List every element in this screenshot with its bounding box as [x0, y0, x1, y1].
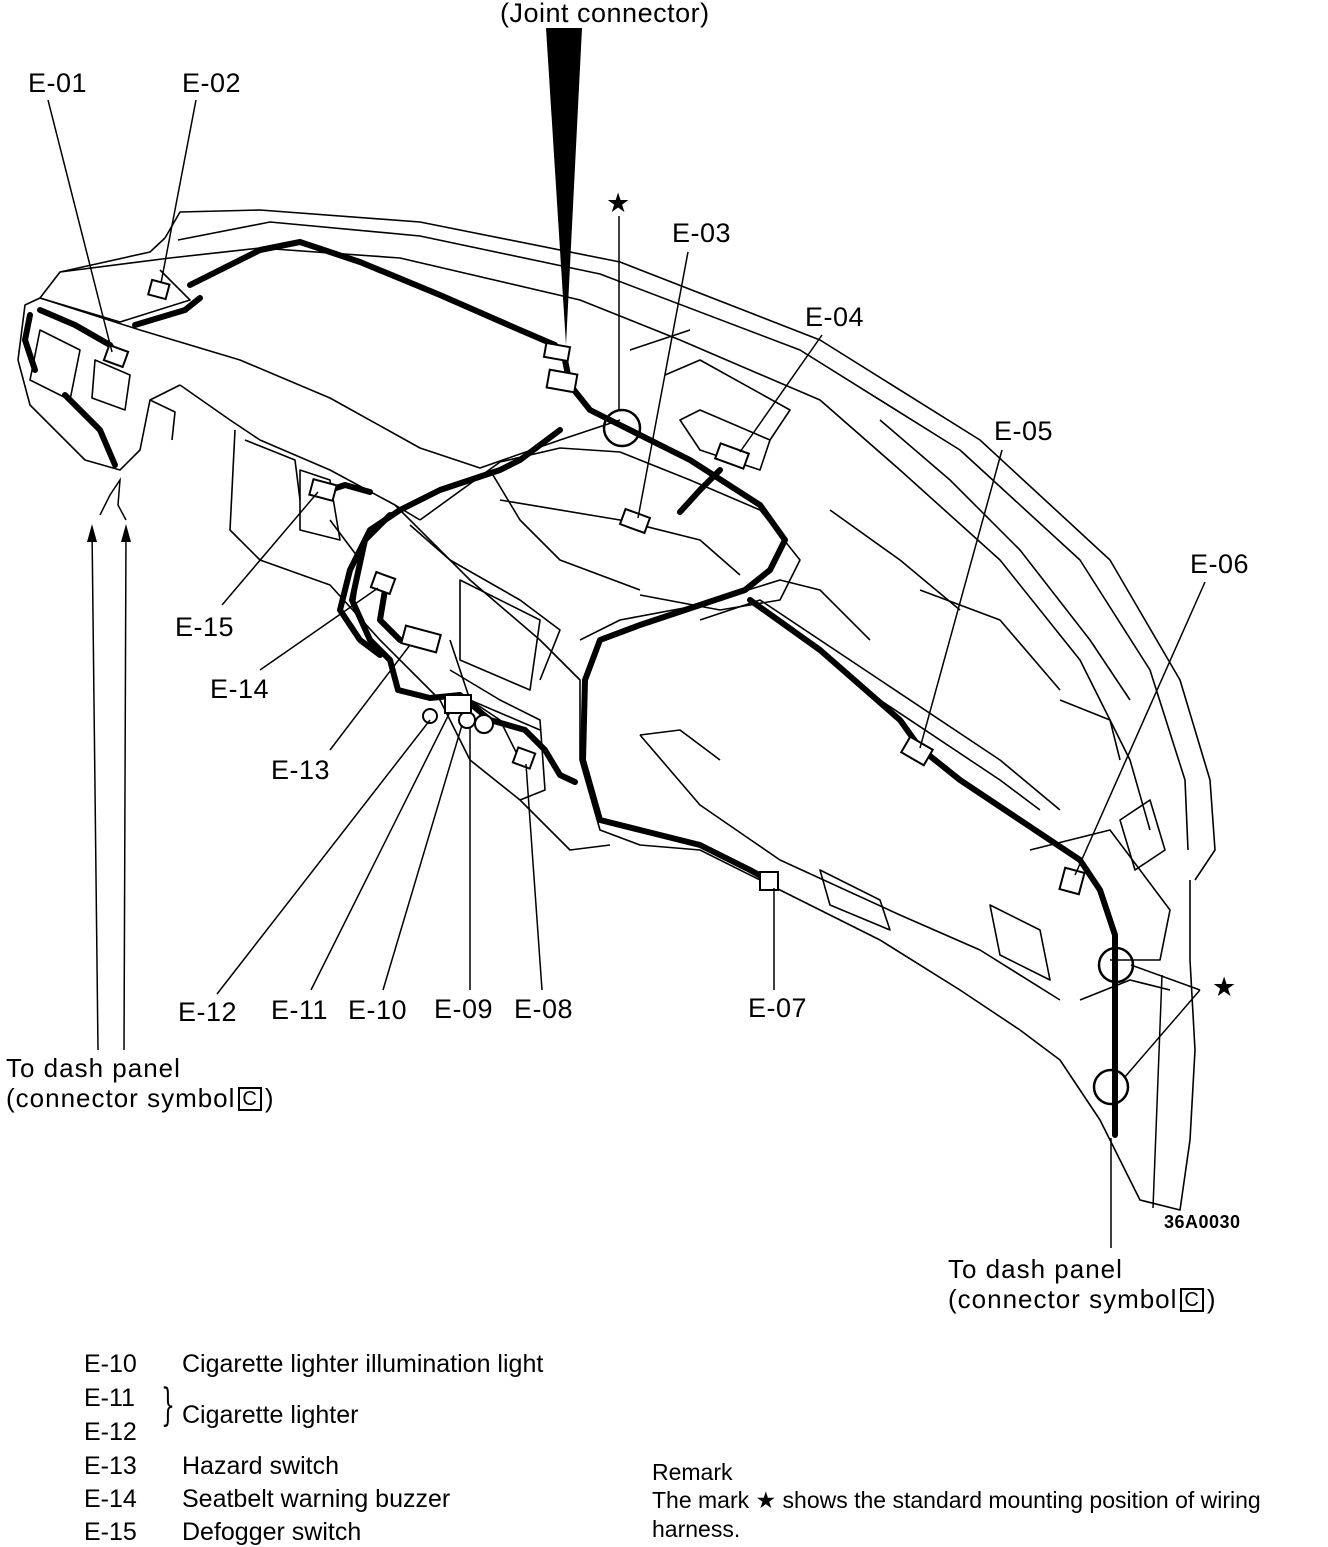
callout-left-line1: To dash panel: [6, 1053, 181, 1083]
legend-code: E-11: [84, 1384, 135, 1412]
label-e08: E-08: [514, 994, 574, 1024]
figure-code: 36A0030: [1164, 1212, 1241, 1232]
remark-heading: Remark: [652, 1459, 733, 1485]
arrowheads: [87, 524, 131, 542]
remark-note: Remark The mark ★ shows the standard mou…: [652, 1458, 1322, 1543]
legend-brace: }: [161, 1380, 175, 1431]
label-e11: E-11: [271, 995, 329, 1025]
callout-right-line1: To dash panel: [948, 1254, 1123, 1284]
remark-text-post: shows the standard mounting position of …: [652, 1487, 1261, 1542]
legend-desc: Seatbelt warning buzzer: [182, 1485, 451, 1513]
label-e06: E-06: [1190, 549, 1250, 579]
callout-right-close: ): [1206, 1284, 1217, 1314]
callout-left-close: ): [264, 1083, 275, 1113]
remark-text-pre: The mark: [652, 1487, 750, 1513]
label-e09: E-09: [434, 994, 494, 1024]
legend-code: E-12: [84, 1418, 137, 1446]
legend-desc: Hazard switch: [182, 1452, 339, 1480]
label-e07: E-07: [748, 993, 808, 1023]
label-e02: E-02: [182, 68, 242, 98]
connector-symbol-c: C: [1180, 1288, 1204, 1312]
connector-symbol-c: C: [238, 1087, 262, 1111]
legend-desc: Cigarette lighter: [182, 1401, 359, 1429]
label-e14: E-14: [210, 674, 270, 704]
legend-desc: Defogger switch: [182, 1518, 362, 1546]
callout-left-text: (connector symbol: [6, 1083, 236, 1113]
leader-lines: [47, 99, 1206, 1248]
label-e13: E-13: [271, 755, 331, 785]
star-mark-right: ★: [1212, 972, 1237, 1003]
label-e15: E-15: [175, 612, 235, 642]
legend-code: E-13: [84, 1452, 137, 1480]
label-e04: E-04: [805, 302, 865, 332]
legend-code: E-10: [84, 1350, 137, 1378]
star-icon: ★: [755, 1488, 777, 1514]
joint-connector-pointer: [546, 28, 582, 345]
joint-connector-title: (Joint connector): [500, 0, 710, 28]
star-mark-top: ★: [606, 188, 631, 219]
legend-desc: Cigarette lighter illumination light: [182, 1350, 544, 1378]
legend-code: E-14: [84, 1485, 137, 1513]
label-e12: E-12: [178, 997, 238, 1027]
label-e03: E-03: [672, 218, 732, 248]
remark-text: The mark ★ shows the standard mounting p…: [652, 1486, 1322, 1543]
legend-code: E-15: [84, 1518, 137, 1546]
wiring-harness: [22, 239, 1118, 1138]
label-e10: E-10: [348, 995, 408, 1025]
label-e05: E-05: [994, 416, 1054, 446]
callout-right-text: (connector symbol: [948, 1284, 1178, 1314]
mounting-position-circles: [602, 408, 1135, 1106]
label-e01: E-01: [28, 68, 88, 98]
